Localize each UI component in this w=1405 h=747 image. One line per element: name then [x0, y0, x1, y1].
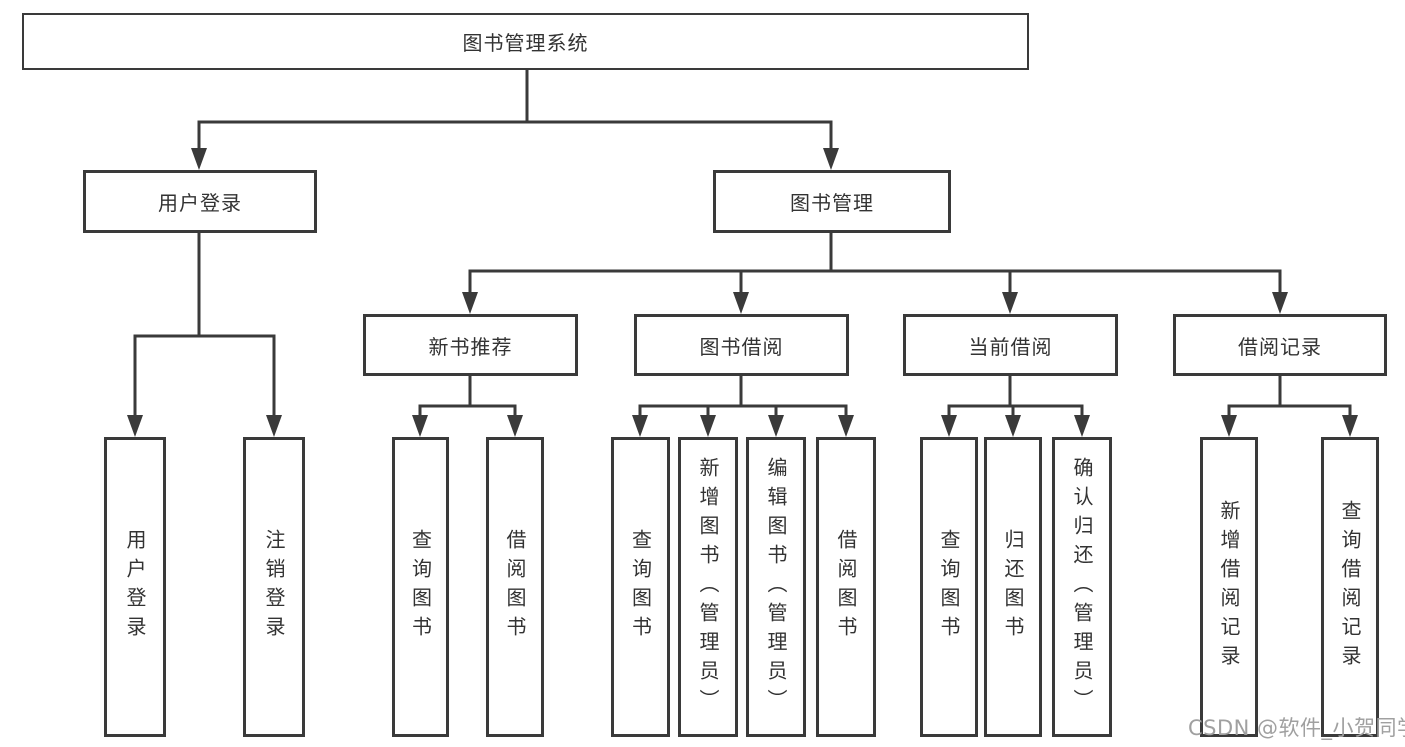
leaf-add-borrow-record-label: 新增借阅记录 [1217, 500, 1241, 674]
leaf-borrow-books-label: 借阅图书 [834, 529, 858, 645]
arrowheads [127, 148, 1358, 437]
leaf-borrow-books: 借阅图书 [816, 437, 876, 737]
leaf-query-borrow-record: 查询借阅记录 [1321, 437, 1379, 737]
node-new-book-recommend: 新书推荐 [363, 314, 578, 376]
node-book-management: 图书管理 [713, 170, 951, 233]
leaf-user-login-label: 用户登录 [123, 529, 147, 645]
leaf-add-borrow-record: 新增借阅记录 [1200, 437, 1258, 737]
leaf-query-books-recommend: 查询图书 [392, 437, 449, 737]
leaf-confirm-return-admin: 确认归还（管理员） [1052, 437, 1112, 737]
leaf-edit-book-admin-label: 编辑图书（管理员） [764, 456, 788, 718]
node-book-borrowing: 图书借阅 [634, 314, 849, 376]
leaf-query-books-recommend-label: 查询图书 [408, 529, 433, 645]
leaf-edit-book-admin: 编辑图书（管理员） [746, 437, 806, 737]
leaf-query-borrow-record-label: 查询借阅记录 [1338, 500, 1362, 674]
leaf-query-books-borrow: 查询图书 [611, 437, 670, 737]
leaf-confirm-return-admin-label: 确认归还（管理员） [1070, 456, 1094, 718]
leaf-user-login: 用户登录 [104, 437, 166, 737]
connector-paths [133, 67, 1352, 420]
leaf-return-book-label: 归还图书 [1001, 529, 1025, 645]
leaf-return-book: 归还图书 [984, 437, 1042, 737]
leaf-query-books-borrow-label: 查询图书 [628, 529, 653, 645]
node-user-login: 用户登录 [83, 170, 317, 233]
leaf-borrow-books-recommend: 借阅图书 [486, 437, 544, 737]
node-current-borrowing: 当前借阅 [903, 314, 1118, 376]
node-borrowing-records: 借阅记录 [1173, 314, 1387, 376]
leaf-add-book-admin: 新增图书（管理员） [678, 437, 738, 737]
leaf-query-books-current: 查询图书 [920, 437, 978, 737]
leaf-logout: 注销登录 [243, 437, 305, 737]
leaf-logout-label: 注销登录 [262, 529, 286, 645]
leaf-borrow-books-recommend-label: 借阅图书 [503, 529, 527, 645]
leaf-add-book-admin-label: 新增图书（管理员） [696, 456, 720, 718]
csdn-watermark: CSDN @软件_小贺同学 [1188, 716, 1405, 740]
node-library-management-system: 图书管理系统 [22, 13, 1029, 70]
leaf-query-books-current-label: 查询图书 [937, 529, 961, 645]
